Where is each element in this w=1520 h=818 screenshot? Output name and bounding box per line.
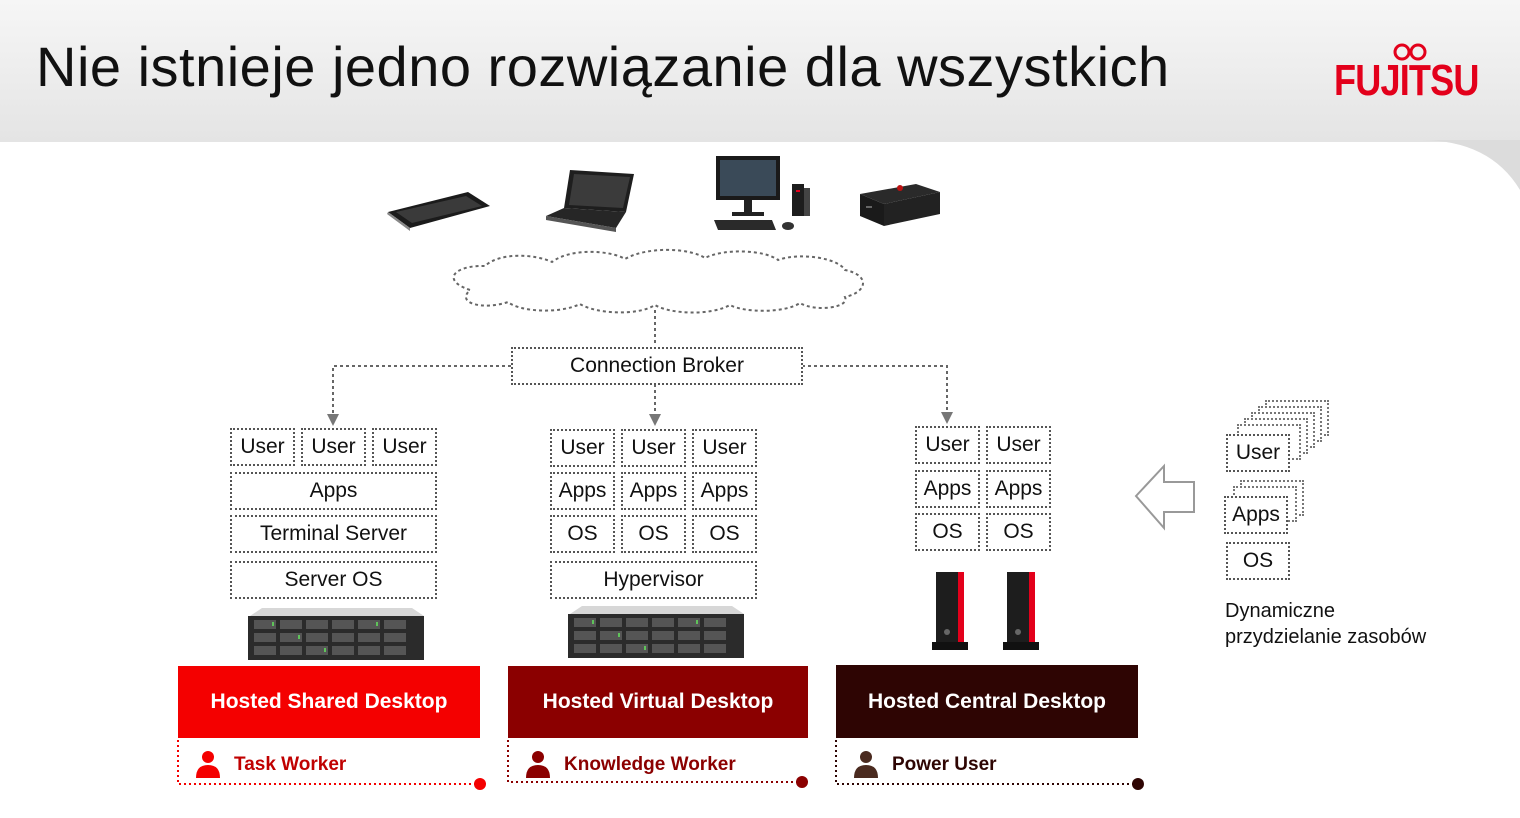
person-icon xyxy=(196,751,220,778)
virtual-user-box: User xyxy=(621,429,686,467)
person-icon xyxy=(526,751,550,778)
dynamic-caption-line1: Dynamiczne xyxy=(1225,600,1336,622)
server-os-box: Server OS xyxy=(230,561,437,599)
logo-wordmark: FUJITSU xyxy=(1334,56,1479,105)
hypervisor-box: Hypervisor xyxy=(550,561,757,599)
worker-label: Power User xyxy=(892,754,997,775)
virtual-os-box: OS xyxy=(621,515,686,553)
header-band xyxy=(0,0,1520,142)
central-user-box: User xyxy=(986,426,1051,464)
connection-broker: Connection Broker xyxy=(511,347,803,385)
shared-apps-box: Apps xyxy=(230,472,437,510)
virtual-user-box: User xyxy=(550,429,615,467)
left-arrow-icon xyxy=(1134,463,1195,531)
page-title: Nie istnieje jedno rozwiązanie dla wszys… xyxy=(36,35,1170,98)
central-apps-box: Apps xyxy=(986,470,1051,508)
mini-pc-icon xyxy=(860,184,940,226)
person-icon xyxy=(854,751,878,778)
virtual-apps-box: Apps xyxy=(692,472,757,510)
shared-user-box: User xyxy=(372,428,437,466)
virtual-user-box: User xyxy=(692,429,757,467)
virtual-os-box: OS xyxy=(692,515,757,553)
workstation-tower-icon xyxy=(1003,572,1039,650)
header-curve xyxy=(1420,140,1520,190)
power-user-row: Power User xyxy=(836,742,1138,784)
dynamic-caption: Dynamiczne przydzielanie zasobów xyxy=(1225,598,1426,650)
tablet-icon xyxy=(387,192,490,231)
shared-user-box: User xyxy=(230,428,295,466)
worker-label: Knowledge Worker xyxy=(564,754,736,775)
dynamic-apps-box: Apps xyxy=(1224,496,1288,534)
laptop-icon xyxy=(546,170,634,232)
dynamic-caption-line2: przydzielanie zasobów xyxy=(1225,626,1427,648)
central-os-box: OS xyxy=(915,513,980,551)
dynamic-os-box: OS xyxy=(1226,542,1290,580)
task-worker-row: Task Worker xyxy=(178,742,480,784)
virtual-apps-box: Apps xyxy=(621,472,686,510)
central-apps-box: Apps xyxy=(915,470,980,508)
central-user-box: User xyxy=(915,426,980,464)
rack-server-icon xyxy=(248,608,424,660)
virtual-apps-box: Apps xyxy=(550,472,615,510)
hosted-central-desktop-bar: Hosted Central Desktop xyxy=(836,665,1138,738)
fujitsu-logo: FUJITSU xyxy=(1334,40,1484,110)
worker-label: Task Worker xyxy=(234,754,347,775)
cloud-shape xyxy=(452,248,864,314)
central-os-box: OS xyxy=(986,513,1051,551)
dynamic-user-box: User xyxy=(1226,434,1290,472)
hosted-virtual-desktop-bar: Hosted Virtual Desktop xyxy=(508,666,808,738)
shared-user-box: User xyxy=(301,428,366,466)
virtual-os-box: OS xyxy=(550,515,615,553)
rack-server-icon xyxy=(568,606,744,658)
knowledge-worker-row: Knowledge Worker xyxy=(508,742,808,784)
hosted-shared-desktop-bar: Hosted Shared Desktop xyxy=(178,666,480,738)
desktop-monitor-icon xyxy=(714,156,810,230)
terminal-server-box: Terminal Server xyxy=(230,515,437,553)
workstation-tower-icon xyxy=(932,572,968,650)
